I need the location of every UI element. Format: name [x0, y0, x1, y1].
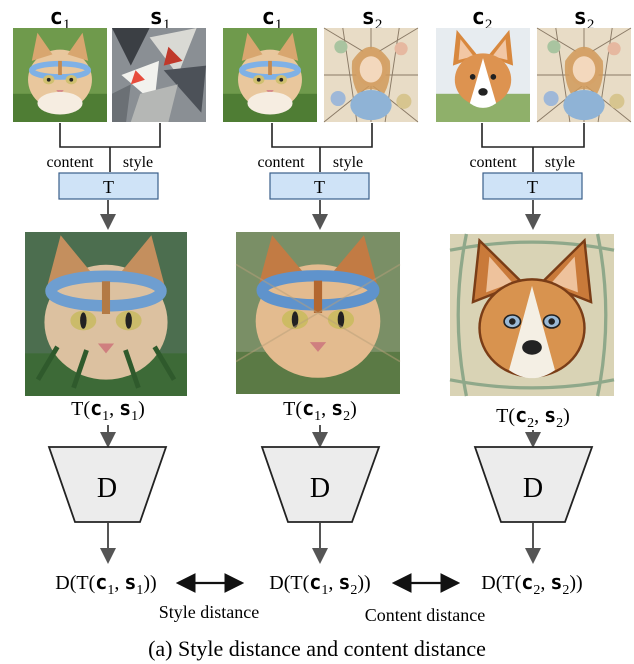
output-separator: , — [321, 398, 331, 420]
output-image-stylized-cat — [25, 232, 187, 396]
discriminator-trapezoid — [260, 446, 381, 523]
feature-label-2: D(T(c1, s2)) — [269, 570, 370, 598]
content-symbol: c — [262, 5, 275, 30]
connector-content-label: content — [257, 154, 305, 171]
output-style-subscript: 2 — [556, 416, 563, 431]
output-suffix: ) — [138, 398, 145, 420]
transform-label: T — [314, 177, 325, 197]
output-suffix: ) — [350, 398, 357, 420]
style-subscript: 1 — [163, 17, 171, 33]
content-image-cat — [13, 28, 107, 122]
output-image-stylized-corgi — [448, 232, 616, 398]
style-symbol: s — [574, 5, 587, 30]
output-style-symbol: s — [119, 396, 131, 420]
output-label: T(c1, s1) — [71, 396, 145, 424]
feature-label-3: D(T(c2, s2)) — [481, 570, 582, 598]
column-2: c1 s2 content style T T(c1, s2) D — [223, 5, 419, 564]
output-label: T(c2, s2) — [496, 403, 570, 431]
content-distance-label: Content distance — [365, 605, 485, 625]
style-symbol: s — [362, 5, 375, 30]
style-symbol-label: s1 — [150, 5, 171, 33]
connector-lines — [59, 123, 161, 172]
output-content-subscript: 1 — [102, 409, 109, 424]
content-subscript: 2 — [485, 17, 493, 33]
connector-style-label: style — [333, 154, 363, 171]
style-image-stained-glass — [536, 27, 632, 123]
output-content-symbol: c — [515, 403, 527, 427]
connector-lines — [481, 123, 585, 172]
output-content-symbol: c — [302, 396, 314, 420]
output-content-symbol: c — [90, 396, 102, 420]
content-symbol-label: c1 — [262, 5, 283, 33]
discriminator-label: D — [97, 473, 117, 504]
content-symbol-label: c1 — [50, 5, 71, 33]
style-symbol-label: s2 — [362, 5, 383, 33]
column-3: c2 s2 content style T T(c2, s2) D — [436, 5, 632, 564]
connector-content-label: content — [46, 154, 94, 171]
transform-box — [58, 172, 159, 200]
connector-content-label: content — [469, 154, 517, 171]
connector-lines — [271, 123, 373, 172]
output-separator: , — [534, 405, 544, 427]
style-symbol-label: s2 — [574, 5, 595, 33]
content-image-corgi — [436, 28, 530, 123]
output-image-stylized-cat — [236, 232, 400, 394]
style-image-stained-glass — [323, 27, 419, 123]
column-1: c1 s1 content style T T(c1, s1) D — [13, 5, 206, 564]
style-subscript: 2 — [587, 17, 595, 33]
content-symbol: c — [50, 5, 63, 30]
discriminator-label: D — [310, 473, 330, 504]
content-subscript: 1 — [63, 17, 71, 33]
output-style-subscript: 2 — [343, 409, 350, 424]
connector-style-label: style — [545, 154, 575, 171]
figure-caption: (a) Style distance and content distance — [148, 636, 486, 661]
transform-label: T — [527, 177, 538, 197]
feature-labels: D(T(c1, s1)) D(T(c1, s2)) D(T(c2, s2)) — [55, 570, 582, 598]
content-image-cat — [223, 28, 317, 122]
style-distance-label: Style distance — [159, 602, 259, 622]
output-separator: , — [109, 398, 119, 420]
discriminator-trapezoid — [473, 446, 594, 523]
output-suffix: ) — [563, 405, 570, 427]
output-style-symbol: s — [331, 396, 343, 420]
transform-label: T — [103, 177, 114, 197]
output-content-subscript: 1 — [314, 409, 321, 424]
style-symbol: s — [150, 5, 163, 30]
discriminator-trapezoid — [47, 446, 168, 523]
style-image-cubist — [112, 28, 206, 123]
transform-box — [269, 172, 370, 200]
content-symbol-label: c2 — [472, 5, 493, 33]
discriminator-label: D — [523, 473, 543, 504]
connector-style-label: style — [123, 154, 153, 171]
output-label: T(c1, s2) — [283, 396, 357, 424]
output-content-subscript: 2 — [527, 416, 534, 431]
content-subscript: 1 — [275, 17, 283, 33]
output-style-subscript: 1 — [131, 409, 138, 424]
content-symbol: c — [472, 5, 485, 30]
feature-label-1: D(T(c1, s1)) — [55, 570, 156, 598]
output-style-symbol: s — [544, 403, 556, 427]
transform-box — [482, 172, 583, 200]
output-prefix: T( — [71, 398, 90, 420]
output-prefix: T( — [283, 398, 302, 420]
output-prefix: T( — [496, 405, 515, 427]
style-subscript: 2 — [375, 17, 383, 33]
